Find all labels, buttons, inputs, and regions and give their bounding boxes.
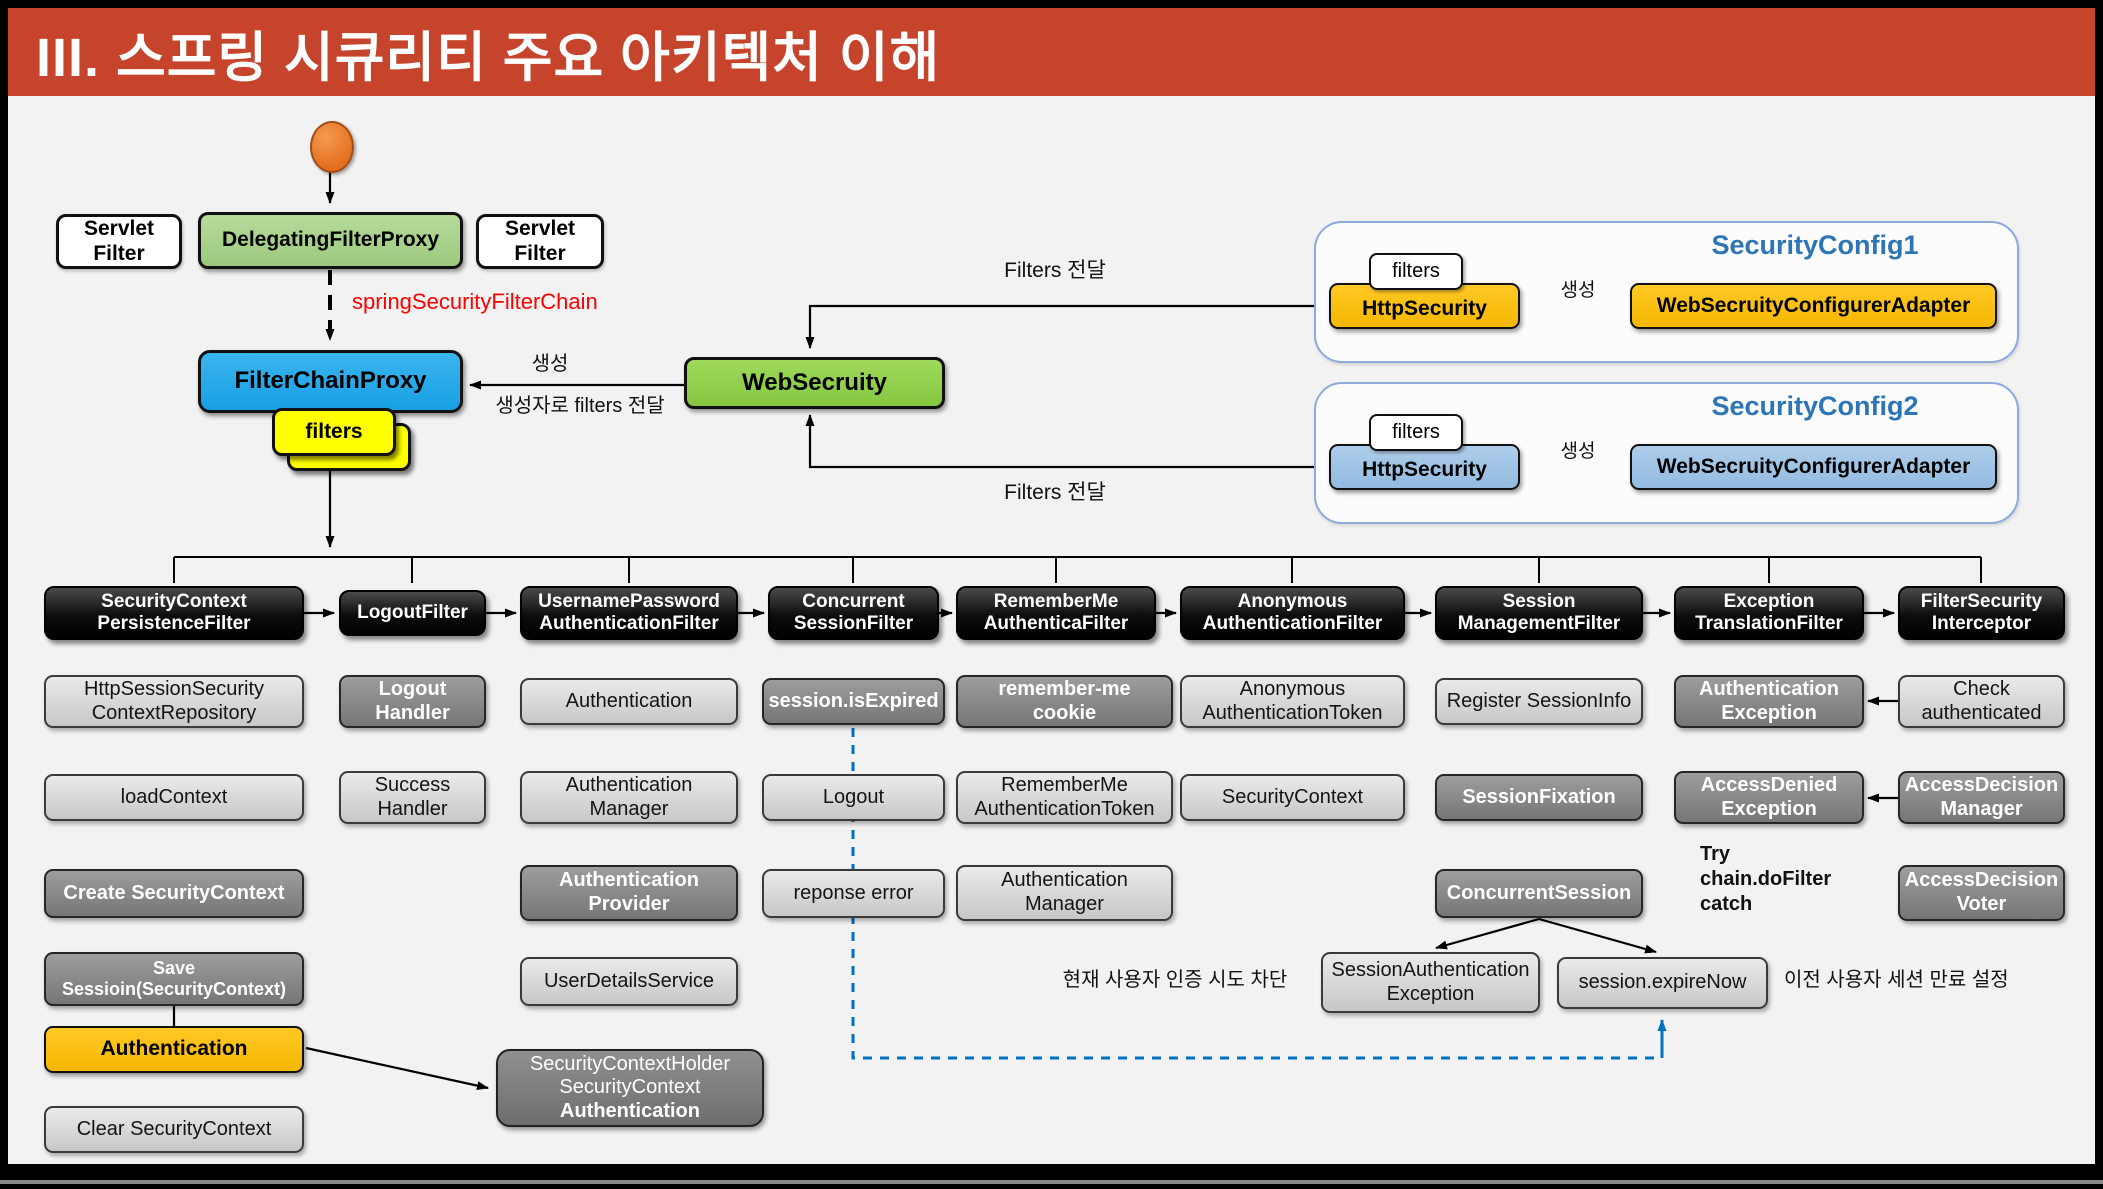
bottom-divider: [0, 1180, 2103, 1184]
authentication-manager-2: Authentication Manager: [956, 865, 1173, 921]
security-context-holder: SecurityContextHolder SecurityContext Au…: [496, 1049, 764, 1127]
filter-chain-proxy: FilterChainProxy: [198, 350, 463, 413]
filters-tab-1: filters: [1369, 253, 1463, 290]
http-security-1: HttpSecurity: [1329, 283, 1520, 329]
check-authenticated: Check authenticated: [1898, 675, 2065, 728]
holder-line-2: SecurityContext: [559, 1076, 701, 1099]
load-context: loadContext: [44, 774, 304, 821]
success-handler: Success Handler: [339, 771, 486, 824]
pass-filters-constructor-label: 생성자로 filters 전달: [495, 395, 665, 417]
anonymous-authentication-token: Anonymous AuthenticationToken: [1180, 675, 1405, 728]
chain-bus-drops: [173, 557, 1982, 583]
filters-tab-2: filters: [1369, 414, 1463, 451]
session-is-expired: session.isExpired: [762, 678, 945, 725]
web-secruity-configurer-adapter-1: WebSecruityConfigurerAdapter: [1630, 283, 1997, 329]
session-fixation: SessionFixation: [1435, 774, 1643, 821]
username-password-authentication-filter: UsernamePassword AuthenticationFilter: [520, 586, 738, 640]
logout-handler: Logout Handler: [339, 675, 486, 728]
web-secruity: WebSecruity: [684, 357, 945, 409]
try-chain-dofilter-note: Try chain.doFilter catch: [1700, 843, 1832, 915]
arrow-config2-filters-to-websecruity: [805, 414, 1329, 469]
security-context-node: SecurityContext: [1180, 774, 1405, 821]
create-security-context: Create SecurityContext: [44, 869, 304, 918]
servlet-filter-right: Servlet Filter: [476, 214, 604, 269]
arrow-authentication-to-holder: [305, 1046, 489, 1091]
remember-me-authentica-filter: RememberMe AuthenticaFilter: [956, 586, 1156, 640]
page-title: III. 스프링 시큐리티 주요 아키텍처 이해: [8, 8, 2095, 96]
user-details-service: UserDetailsService: [520, 957, 738, 1006]
http-session-security-context-repository: HttpSessionSecurity ContextRepository: [44, 675, 304, 728]
filter-security-interceptor: FilterSecurity Interceptor: [1898, 586, 2065, 640]
security-config1-title: SecurityConfig1: [1711, 230, 1919, 260]
dashed-isexpired-to-expirenow: [851, 728, 1662, 1060]
filters-badge: filters: [272, 408, 396, 456]
black-arrows: [172, 172, 1982, 1091]
blue-arrows: [851, 728, 1667, 1060]
authentication-exception: Authentication Exception: [1674, 675, 1864, 728]
reponse-error: reponse error: [762, 869, 945, 918]
access-denied-exception: AccessDenied Exception: [1674, 771, 1864, 824]
access-decision-manager: AccessDecision Manager: [1898, 771, 2065, 824]
start-node: [310, 121, 354, 173]
arrow-config1-filters-to-websecruity: [805, 304, 1329, 349]
concurrent-session: ConcurrentSession: [1435, 869, 1643, 918]
register-session-info: Register SessionInfo: [1435, 678, 1643, 725]
filters-pass-bottom-label: Filters 전달: [1004, 481, 1106, 504]
security-config2-title: SecurityConfig2: [1711, 391, 1919, 421]
spring-security-filter-chain-label: springSecurityFilterChain: [352, 289, 598, 314]
holder-line-1: SecurityContextHolder: [529, 1052, 731, 1075]
holder-line-3: Authentication: [560, 1099, 700, 1122]
exception-translation-filter: Exception TranslationFilter: [1674, 586, 1864, 640]
session-authentication-exception: SessionAuthentication Exception: [1321, 952, 1540, 1013]
concurrent-session-filter: Concurrent SessionFilter: [768, 586, 939, 640]
filters-pass-top-label: Filters 전달: [1004, 259, 1106, 282]
anonymous-authentication-filter: Anonymous AuthenticationFilter: [1180, 586, 1405, 640]
authentication-result: Authentication: [44, 1026, 304, 1073]
remember-me-cookie: remember-me cookie: [956, 675, 1173, 728]
logout-filter: LogoutFilter: [339, 590, 486, 636]
expire-previous-session-note: 이전 사용자 세션 만료 설정: [1784, 969, 2009, 991]
logout-node: Logout: [762, 774, 945, 821]
authentication-node: Authentication: [520, 678, 738, 725]
session-expire-now: session.expireNow: [1557, 957, 1768, 1009]
save-session-security-context: Save Sessioin(SecurityContext): [44, 952, 304, 1006]
delegating-filter-proxy: DelegatingFilterProxy: [198, 212, 463, 269]
remember-me-authentication-token: RememberMe AuthenticationToken: [956, 771, 1173, 824]
clear-security-context: Clear SecurityContext: [44, 1106, 304, 1153]
authentication-provider: Authentication Provider: [520, 865, 738, 921]
access-decision-voter: AccessDecision Voter: [1898, 865, 2065, 921]
arrow-concurrent-to-expirenow: [1538, 917, 1657, 954]
block-auth-attempt-note: 현재 사용자 인증 시도 차단: [1062, 969, 1288, 991]
authentication-manager: Authentication Manager: [520, 771, 738, 824]
servlet-filter-left: Servlet Filter: [56, 214, 182, 269]
security-context-persistence-filter: SecurityContext PersistenceFilter: [44, 586, 304, 640]
session-management-filter: Session ManagementFilter: [1435, 586, 1643, 640]
create-label-config1: 생성: [1560, 280, 1596, 301]
create-label-config2: 생성: [1560, 441, 1596, 462]
arrow-concurrent-to-sae: [1435, 917, 1540, 950]
web-secruity-configurer-adapter-2: WebSecruityConfigurerAdapter: [1630, 444, 1997, 490]
create-label-left: 생성: [531, 353, 569, 375]
